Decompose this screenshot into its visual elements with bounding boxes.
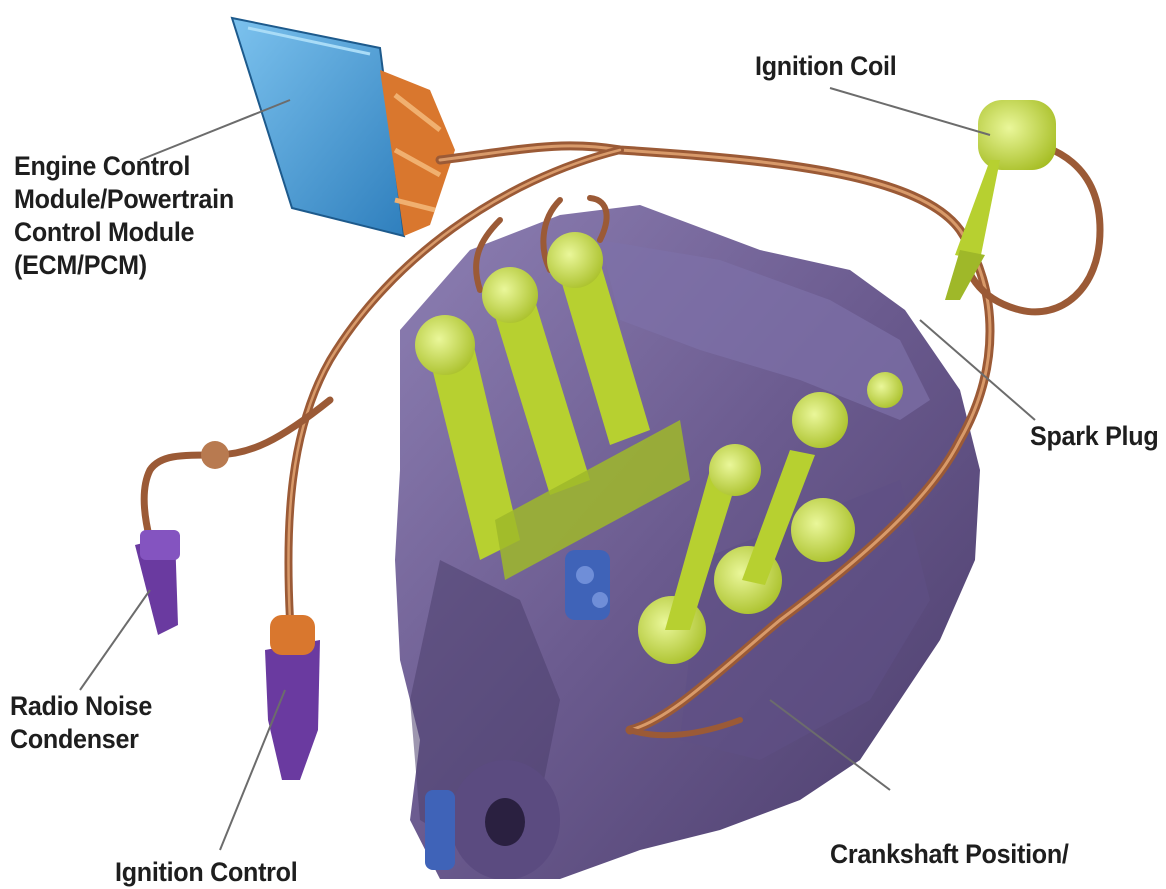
ecm-label-line-2: Module/Powertrain: [14, 183, 234, 216]
condenser-label-line-2: Condenser: [10, 723, 152, 756]
ecm-pcm-label: Engine Control Module/Powertrain Control…: [14, 150, 234, 282]
radio-noise-condenser-label: Radio Noise Condenser: [10, 690, 152, 756]
ecm-module: [232, 18, 455, 236]
condenser-label-line-1: Radio Noise: [10, 690, 152, 723]
radio-noise-condenser: [135, 530, 180, 635]
ignition-coil: [945, 100, 1056, 300]
crankshaft-position-label: Crankshaft Position/: [830, 838, 1069, 871]
ecm-label-line-3: Control Module: [14, 216, 234, 249]
ecm-label-line-4: (ECM/PCM): [14, 249, 234, 282]
ignition-control-label: Ignition Control: [115, 856, 297, 889]
spark-plug-label: Spark Plug: [1030, 420, 1158, 453]
ignition-coil-label: Ignition Coil: [755, 50, 896, 83]
ecm-label-line-1: Engine Control: [14, 150, 234, 183]
ignition-control-module: [265, 615, 320, 780]
